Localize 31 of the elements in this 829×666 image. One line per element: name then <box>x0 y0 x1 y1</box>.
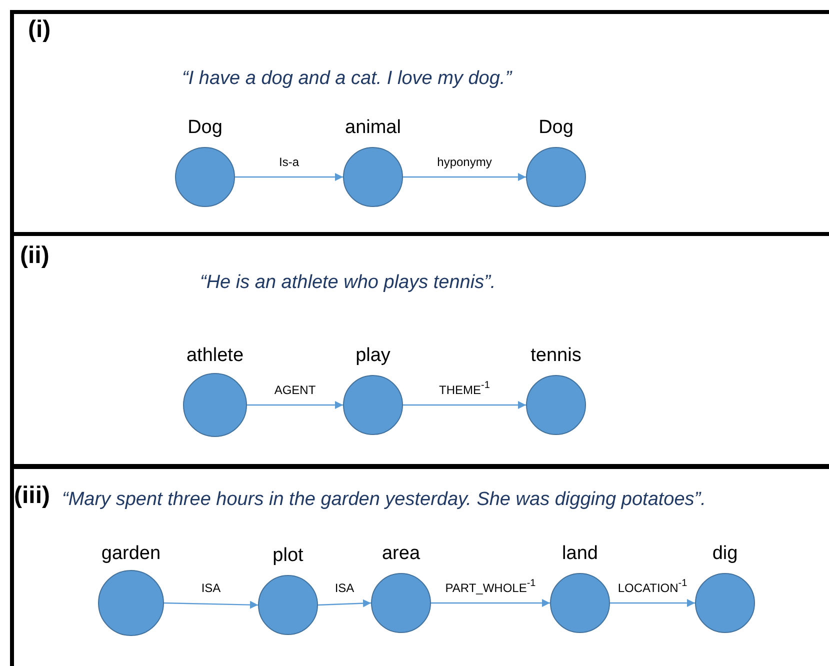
panel-tag: (ii) <box>20 242 50 271</box>
edge-label: Is-a <box>277 155 301 169</box>
example-sentence: “Mary spent three hours in the garden yesterday. She was digging potatoes”. <box>62 489 706 511</box>
panel-tag: (iii) <box>14 482 50 511</box>
node-label: area <box>382 542 420 566</box>
arrow <box>318 599 372 608</box>
example-sentence: “I have a dog and a cat. I love my dog.” <box>182 68 512 90</box>
arrow <box>164 600 258 609</box>
arrow <box>403 173 526 181</box>
arrow <box>247 401 343 409</box>
node-label: land <box>562 542 598 566</box>
edge-label: AGENT <box>272 383 318 397</box>
node-label: play <box>356 344 390 368</box>
node-label: animal <box>345 116 401 140</box>
node-label: garden <box>101 542 161 566</box>
edge-label: hyponymy <box>435 155 494 169</box>
arrow <box>403 401 526 409</box>
node-label: Dog <box>538 116 574 140</box>
edge-label: THEME$^{-1}$ <box>437 380 492 397</box>
node-label: tennis <box>530 344 582 368</box>
edge-label: PART_WHOLE$^{-1}$ <box>443 578 538 595</box>
node-label: athlete <box>186 344 244 368</box>
node-label: dig <box>712 542 738 566</box>
arrow <box>235 173 343 181</box>
arrow <box>431 599 550 607</box>
example-sentence: “He is an athlete who plays tennis”. <box>200 272 496 294</box>
node-label: Dog <box>188 116 222 140</box>
panel-tag: (i) <box>28 16 51 45</box>
node-label: plot <box>272 544 304 568</box>
edge-label: LOCATION$^{-1}$ <box>616 578 690 595</box>
arrow <box>610 599 695 607</box>
